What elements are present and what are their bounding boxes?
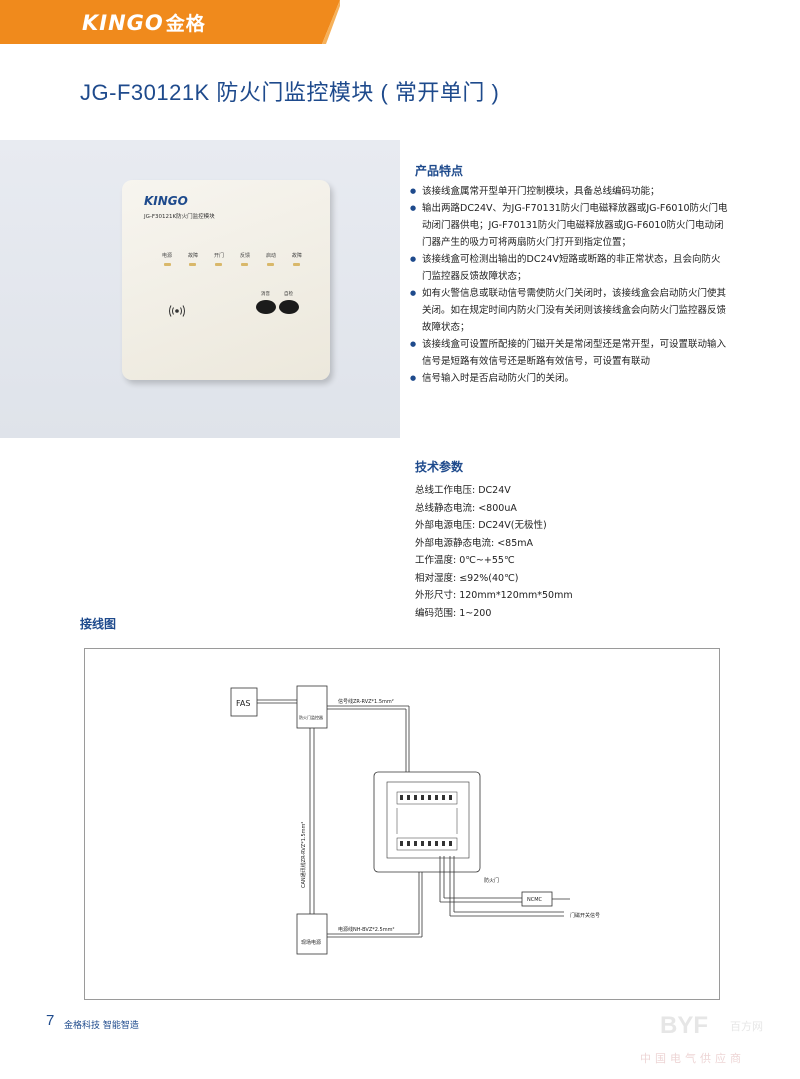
footer-tagline: 金格科技 智能智造 — [64, 1021, 139, 1031]
watermark: BYF 百方网 中国电气供应商 — [640, 1012, 790, 1072]
features-list: 该接线盒属常开型单开门控制模块，具备总线编码功能； 输出两路DC24V、为JG-… — [410, 183, 730, 387]
signal-line-label: 信号线ZR-RVZ*1.5mm² — [338, 698, 394, 705]
feature-item: 该接线盒可检测出输出的DC24V短路或断路的非正常状态，且会向防火门监控器反馈故… — [410, 251, 730, 285]
feature-item: 信号输入时是否启动防火门的关闭。 — [410, 370, 730, 387]
monitor-box — [296, 685, 328, 729]
specs-title: 技术参数 — [415, 460, 464, 474]
spec-item: 相对湿度: ≤92%(40℃) — [415, 572, 519, 584]
wiring-diagram: FAS 防火门监控器 现场电源 CAN通讯线ZR-RVZ*1.5mm² 信号线Z… — [230, 685, 600, 955]
terminal-block-bottom — [396, 837, 458, 851]
device-logo: KINGO — [144, 194, 188, 208]
spec-item: 编码范围: 1~200 — [415, 607, 492, 619]
door-switch-label: 门磁开关信号 — [570, 912, 600, 919]
device-module: KINGO JG-F30121K防火门监控模块 电源 故障 开门 反馈 启动 故… — [122, 180, 330, 380]
spec-item: 工作温度: 0℃~+55℃ — [415, 555, 515, 566]
sound-wave-icon — [169, 305, 185, 317]
power-box — [296, 913, 328, 955]
spec-item: 外部电源电压: DC24V(无极性) — [415, 520, 547, 531]
led-fault-2: 故障 — [292, 252, 302, 266]
spec-item: 总线工作电压: DC24V — [415, 485, 511, 496]
feature-item: 输出两路DC24V、为JG-F70131防火门电磁释放器或JG-F6010防火门… — [410, 200, 730, 251]
fas-label: FAS — [236, 699, 250, 708]
features-title: 产品特点 — [415, 164, 464, 178]
product-photo: KINGO JG-F30121K防火门监控模块 电源 故障 开门 反馈 启动 故… — [0, 140, 400, 438]
page-number: 7 — [46, 1012, 55, 1029]
led-open: 开门 — [214, 252, 224, 266]
module-inner — [386, 781, 470, 859]
brand-ribbon — [0, 0, 340, 44]
mute-button — [256, 300, 276, 314]
power-label: 现场电源 — [301, 939, 321, 946]
terminal-block-top — [396, 791, 458, 805]
led-fault: 故障 — [188, 252, 198, 266]
spec-item: 外形尺寸: 120mm*120mm*50mm — [415, 590, 573, 601]
watermark-site: 百方网 — [730, 1020, 763, 1033]
device-model-label: JG-F30121K防火门监控模块 — [144, 214, 215, 220]
selftest-button — [279, 300, 299, 314]
watermark-tagline: 中国电气供应商 — [640, 1052, 745, 1065]
ncmc-label: NCMC — [527, 897, 543, 903]
led-feedback: 反馈 — [240, 252, 250, 266]
feature-item: 该接线盒可设置所配接的门磁开关是常闭型还是常开型，可设置联动输入信号是短路有效信… — [410, 336, 730, 370]
led-power: 电源 — [162, 252, 172, 266]
watermark-logo: BYF — [660, 1012, 708, 1039]
spec-item: 外部电源静态电流: <85mA — [415, 537, 534, 549]
mute-button-label: 消音 — [261, 292, 270, 297]
specs-list: 总线工作电压: DC24V 总线静态电流: <800uA 外部电源电压: DC2… — [415, 482, 573, 622]
can-bus-label: CAN通讯线ZR-RVZ*1.5mm² — [300, 822, 307, 888]
module-outline — [373, 771, 481, 873]
monitor-label: 防火门监控器 — [299, 714, 323, 720]
wiring-title: 接线图 — [80, 617, 117, 631]
fas-box — [230, 687, 258, 717]
power-line-label: 电源线NH-BVZ*2.5mm² — [338, 926, 394, 933]
led-indicators: 电源 故障 开门 反馈 启动 故障 — [162, 252, 302, 266]
led-start: 启动 — [266, 252, 276, 266]
wiring-diagram-frame — [84, 648, 720, 1000]
selftest-button-label: 自检 — [284, 292, 293, 297]
spec-item: 总线静态电流: <800uA — [415, 502, 517, 514]
feature-item: 如有火警信息或联动信号需使防火门关闭时，该接线盒会启动防火门使其关闭。如在规定时… — [410, 285, 730, 336]
terminal-pins — [400, 795, 452, 846]
feature-item: 该接线盒属常开型单开门控制模块，具备总线编码功能； — [410, 183, 730, 200]
door-label: 防火门 — [484, 877, 499, 884]
page-title: JG-F30121K 防火门监控模块 ( 常开单门 ) — [80, 80, 500, 105]
